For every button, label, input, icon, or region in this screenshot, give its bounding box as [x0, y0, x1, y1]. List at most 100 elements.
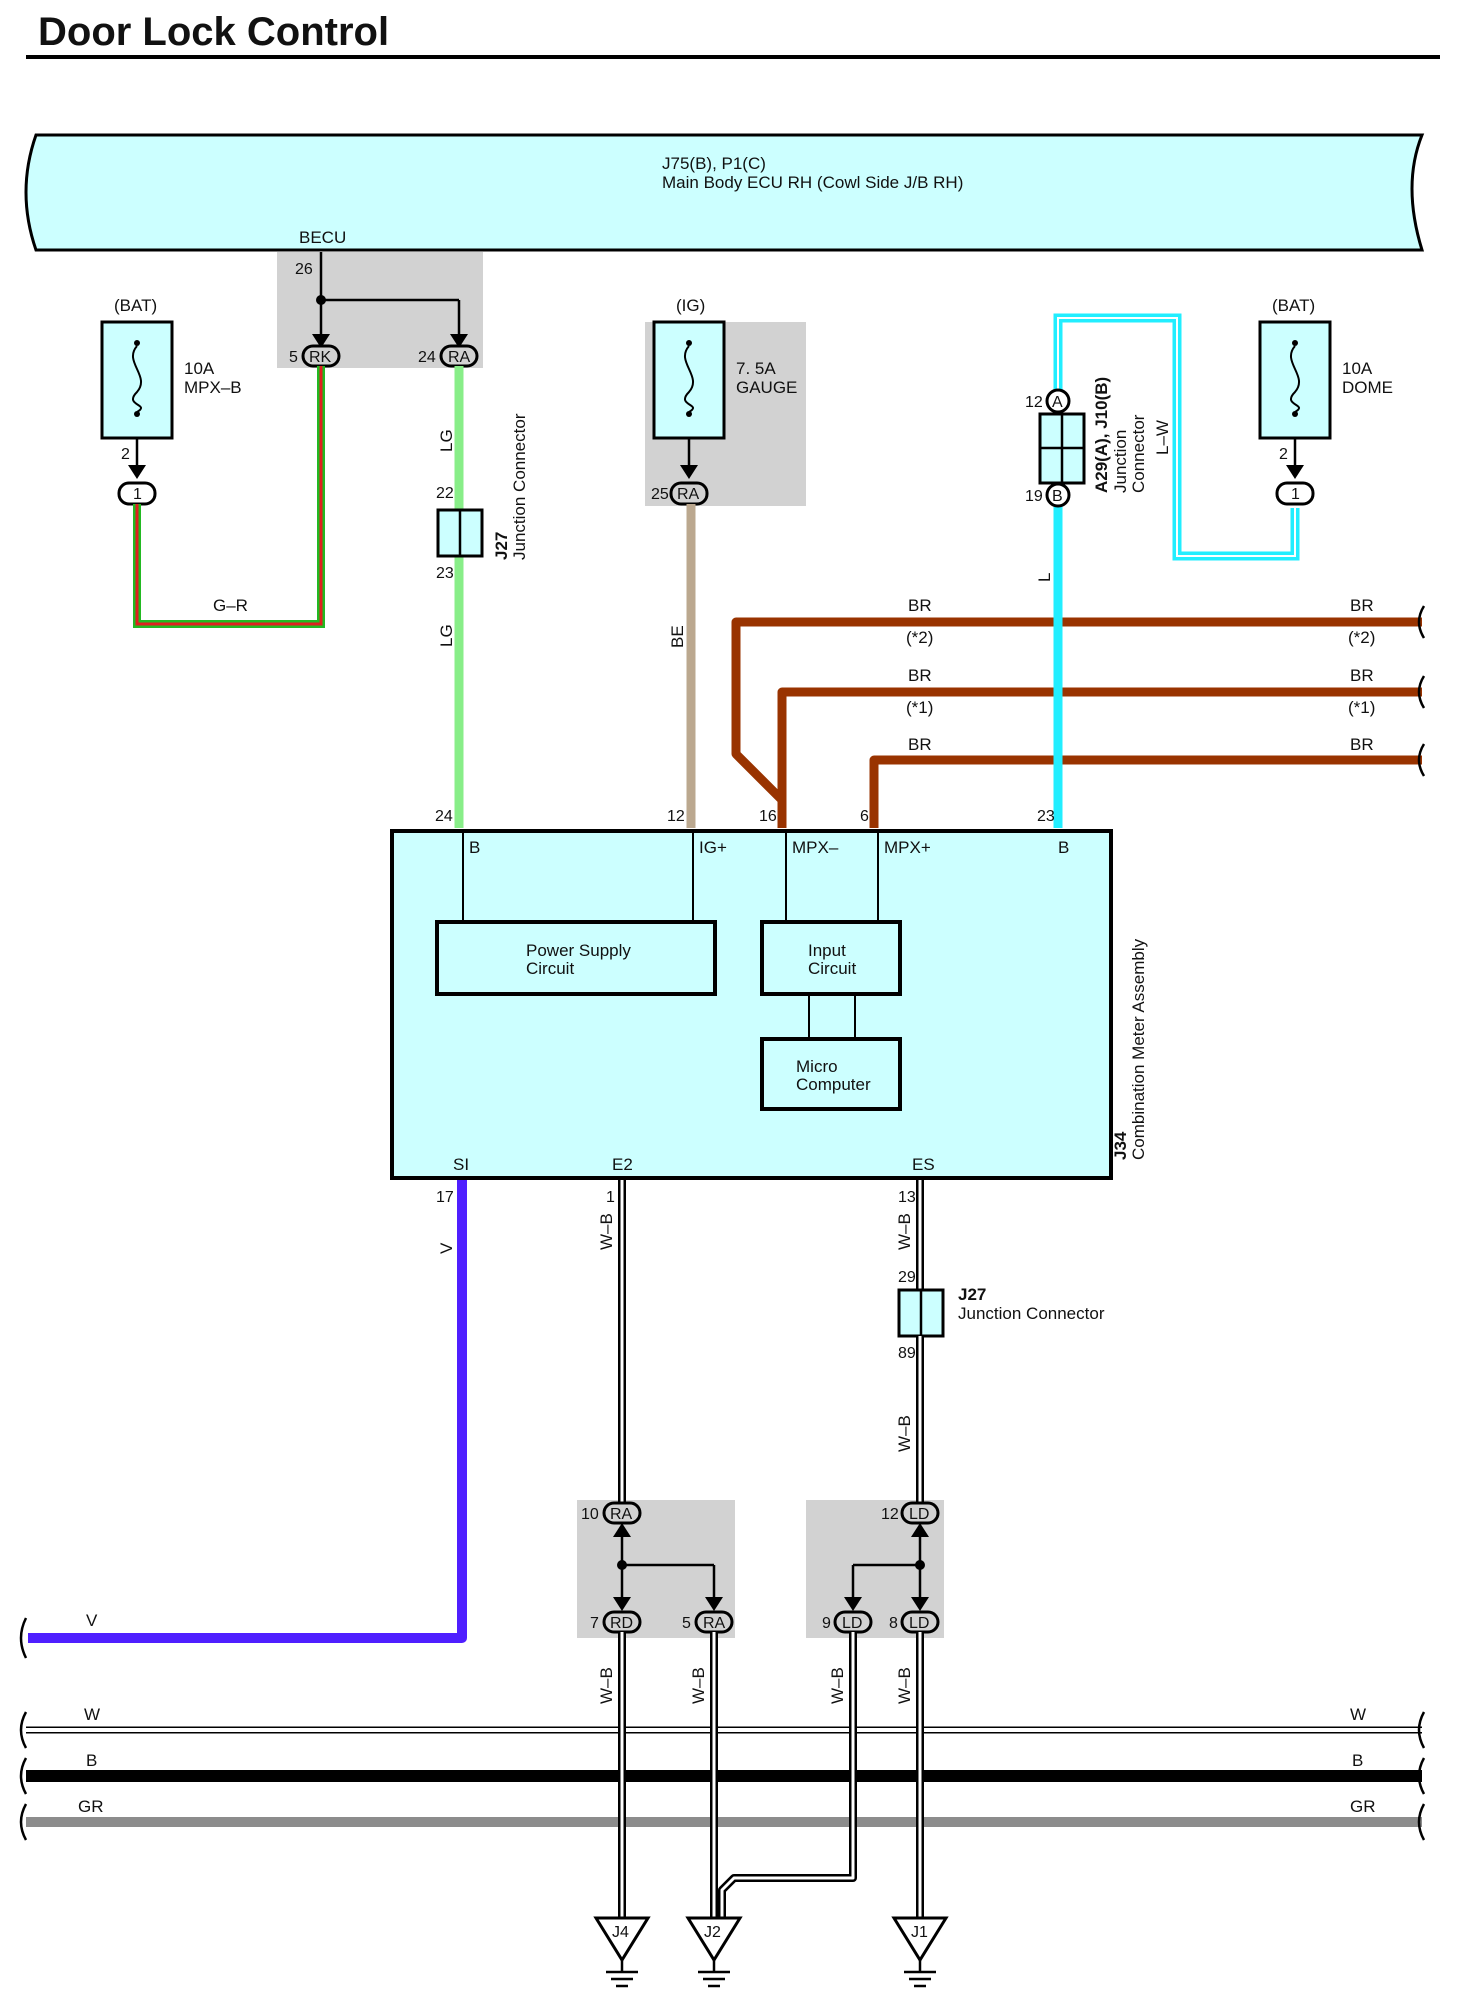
- fuse-dome-connector: [1275, 481, 1315, 506]
- fuse-gauge-arrow: [680, 465, 698, 479]
- a29-terminal-b: [1045, 482, 1071, 508]
- micro-computer-line2: Computer: [796, 1075, 871, 1094]
- meter-pin-17-num: 17: [436, 1189, 454, 1206]
- connector-ld-8-code: LD: [909, 1615, 929, 1632]
- wire-br-2-label-left: BR: [908, 666, 932, 685]
- bus-b-label-right: B: [1352, 1751, 1363, 1770]
- wire-br-2: [777, 687, 1422, 828]
- becu-arrow-rk: [312, 334, 330, 348]
- connector-rk-pin: 5: [289, 349, 298, 366]
- ground-j1: [891, 1916, 949, 1988]
- fuse-mpxb-term-bottom: [134, 411, 140, 417]
- bus-gr-label-left: GR: [78, 1797, 104, 1816]
- fuse-mpxb-name: MPX–B: [184, 378, 242, 397]
- j27-bottom-pin-in: 29: [898, 1269, 916, 1286]
- fuse-gauge-connector-code: RA: [677, 486, 700, 503]
- ground-j2-label: J2: [704, 1924, 721, 1941]
- meter-pin-12-name: IG+: [699, 838, 727, 857]
- wire-br-3-label-right: BR: [1350, 735, 1374, 754]
- a29-name-1: Junction: [1111, 430, 1130, 493]
- ground-j4-label: J4: [612, 1924, 629, 1941]
- connector-ra-top-code: RA: [448, 349, 471, 366]
- meter-pin-6-name: MPX+: [884, 838, 931, 857]
- connector-ld-12-pin: 12: [881, 1506, 899, 1523]
- a29-code: A29(A), J10(B): [1092, 377, 1111, 493]
- becu-splice-dot: [316, 295, 326, 305]
- wire-lw-loop-inner: [1057, 317, 1296, 557]
- meter-pin-si-name: SI: [453, 1155, 469, 1174]
- meter-pin-13-num: 13: [898, 1189, 916, 1206]
- meter-pin-24-name: B: [469, 838, 480, 857]
- fuse-dome-term-bottom: [1292, 411, 1298, 417]
- connector-ld-8-arrow: [911, 1597, 929, 1611]
- connector-ra-10-pin: 10: [581, 1506, 599, 1523]
- fuse-dome-arrow: [1286, 465, 1304, 479]
- wire-lw-label: L–W: [1153, 420, 1172, 455]
- a29-letter-a: A: [1052, 394, 1063, 411]
- power-supply-line2: Circuit: [526, 959, 574, 978]
- fuse-gauge-connector-pin: 25: [651, 486, 669, 503]
- connector-ra-5-arrow: [705, 1597, 723, 1611]
- meter-pin-24-num: 24: [435, 808, 453, 825]
- fuse-gauge-name: GAUGE: [736, 378, 797, 397]
- fuse-mpxb-term-top: [134, 340, 140, 346]
- ecu-name: Main Body ECU RH (Cowl Side J/B RH): [662, 173, 963, 192]
- wire-wb-es-label-lower: W–B: [895, 1415, 914, 1452]
- input-circuit-box: [760, 920, 902, 996]
- connector-ld-9-code: LD: [842, 1615, 862, 1632]
- wire-lg-label-lower: LG: [437, 624, 456, 647]
- drop-ra-label: W–B: [689, 1667, 708, 1704]
- meter-pin-6-num: 6: [860, 808, 869, 825]
- fuse-gauge-source: (IG): [676, 296, 705, 315]
- input-circuit-line1: Input: [808, 941, 846, 960]
- j27-top-pin-in: 22: [436, 485, 454, 502]
- connector-rd-code: RD: [610, 1615, 633, 1632]
- fuse-dome-box: [1258, 320, 1332, 440]
- fuse-mpxb-rating: 10A: [184, 359, 215, 378]
- wire-lg-label-upper: LG: [437, 429, 456, 452]
- wire-br-1-star-right: (*2): [1348, 628, 1375, 647]
- a29-pin-a: 12: [1025, 394, 1043, 411]
- a29-pin-b: 19: [1025, 488, 1043, 505]
- fuse-mpxb-element: [131, 345, 143, 413]
- fuse-gauge-box: [652, 320, 726, 440]
- drop-rd-label: W–B: [597, 1667, 616, 1704]
- input-circuit-line2: Circuit: [808, 959, 856, 978]
- fuse-mpxb-source: (BAT): [114, 296, 157, 315]
- wire-v-label-vertical: V: [437, 1242, 456, 1254]
- lower-left-splice-dot: [617, 1560, 627, 1570]
- becu-label: BECU: [299, 228, 346, 247]
- meter-internal-lines: [462, 833, 879, 1039]
- drop-ld9-label: W–B: [828, 1667, 847, 1704]
- wire-br-1-star-left: (*2): [906, 628, 933, 647]
- wire-wb-es-label-upper: W–B: [895, 1213, 914, 1250]
- fuse-mpxb-arrow: [128, 465, 146, 479]
- connector-ra-5-code: RA: [703, 1615, 726, 1632]
- j27-top-name: Junction Connector: [510, 413, 529, 560]
- wire-v: [28, 1180, 467, 1643]
- drop-ld8-label: W–B: [895, 1667, 914, 1704]
- lower-right-splice-dot: [915, 1560, 925, 1570]
- wire-br-3: [869, 755, 1422, 828]
- wire-br-1: [731, 617, 1422, 828]
- fuse-dome-term-top: [1292, 340, 1298, 346]
- wire-v-break: [19, 1617, 28, 1659]
- fuse-dome-rating: 10A: [1342, 359, 1373, 378]
- fuse-dome-pin: 2: [1279, 446, 1288, 463]
- j27-bottom-name: Junction Connector: [958, 1304, 1105, 1323]
- connector-rd-arrow: [613, 1597, 631, 1611]
- ground-j2: [685, 1916, 743, 1988]
- wire-br-3-label-left: BR: [908, 735, 932, 754]
- connector-rd-pin: 7: [590, 1615, 599, 1632]
- a29-letter-b: B: [1052, 488, 1063, 505]
- fuse-gauge-element: [683, 345, 695, 413]
- wire-br-breaks: [1417, 605, 1426, 777]
- connector-ld-12-code: LD: [909, 1506, 929, 1523]
- fuse-mpxb-connector-pin: 1: [133, 486, 142, 503]
- meter-code: J34: [1111, 1131, 1130, 1160]
- becu-arrow-ra: [450, 334, 468, 348]
- power-supply-box: [435, 920, 717, 996]
- a29-name-2: Connector: [1129, 414, 1148, 493]
- becu-pin: 26: [295, 261, 313, 278]
